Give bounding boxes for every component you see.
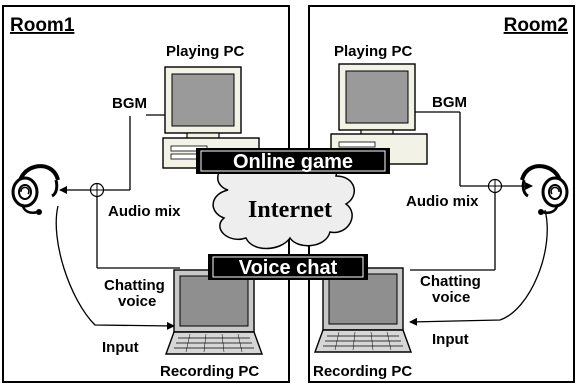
room2-bgm-label: BGM <box>432 94 467 111</box>
room1-monitor-icon <box>164 66 242 142</box>
room2-chatting-label: Chatting <box>420 273 481 290</box>
voice-chat-banner <box>208 254 368 280</box>
internet-label: Internet <box>248 197 332 223</box>
room1-bgm-label: BGM <box>112 95 147 112</box>
room1-laptop-icon <box>165 269 263 355</box>
room2-playing-pc-label: Playing PC <box>334 43 413 60</box>
room1-playing-pc-label: Playing PC <box>166 43 245 60</box>
online-game-label: Online game <box>233 151 353 173</box>
room2-recording-pc-label: Recording PC <box>313 363 412 380</box>
room2-audio-mix-label: Audio mix <box>406 193 479 210</box>
room1-input-label: Input <box>102 339 139 356</box>
room1-title: Room1 <box>10 15 75 36</box>
room1-input-wire <box>55 205 175 330</box>
room2-monitor-icon <box>338 63 416 139</box>
room2-voice-label: voice <box>432 289 470 306</box>
room1-voice-label: voice <box>118 293 156 310</box>
online-game-banner <box>196 148 390 174</box>
room1-headset-icon <box>11 164 60 217</box>
room2-input-label: Input <box>432 331 469 348</box>
room1-chatting-label: Chatting <box>104 277 165 294</box>
room2-headset-icon <box>520 164 569 217</box>
room2-title: Room2 <box>504 15 568 36</box>
room2-laptop-icon <box>314 267 412 353</box>
voice-chat-label: Voice chat <box>239 257 338 279</box>
room1-recording-pc-label: Recording PC <box>160 363 259 380</box>
room1-audio-mix-label: Audio mix <box>108 203 181 220</box>
room2-input-wire <box>409 209 548 326</box>
